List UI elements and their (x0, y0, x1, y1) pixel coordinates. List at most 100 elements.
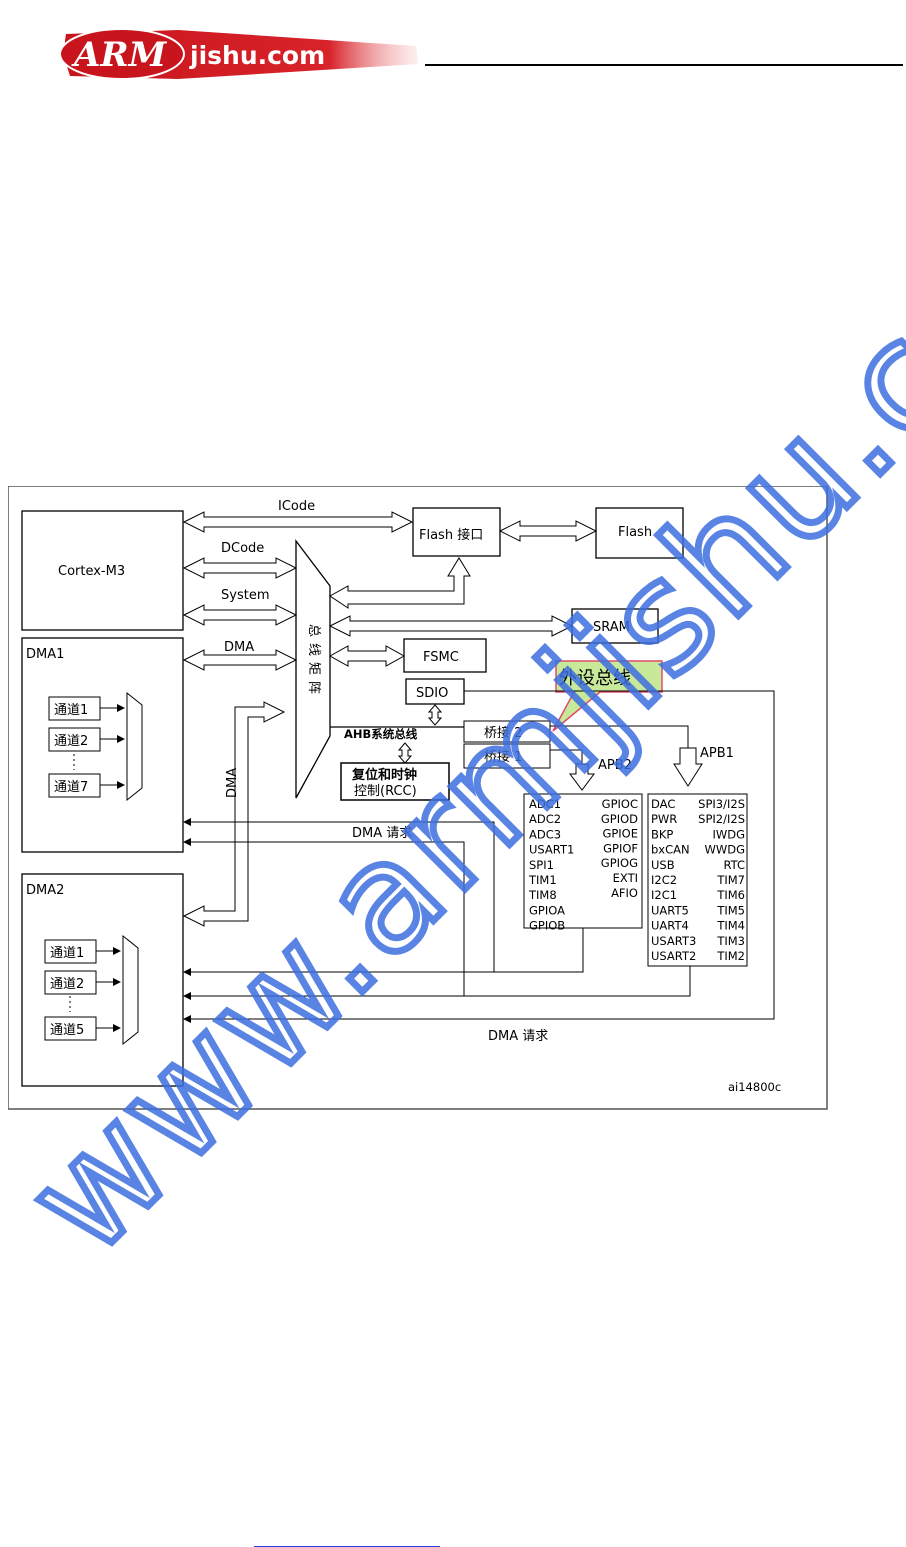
apb2-peripherals-box (523, 793, 643, 929)
bridge1-label: 桥接 1 (484, 749, 522, 765)
footer-link-anchor[interactable] (254, 1534, 440, 1547)
dcode-bus (182, 557, 298, 579)
apb1-left-item-6: I2C1 (651, 888, 677, 902)
apb1-right-item-9: TIM3 (716, 934, 745, 948)
rcc-label-line1: 复位和时钟 (351, 767, 417, 783)
apb2-arrow (569, 763, 595, 791)
apb2-left-item-2: ADC3 (529, 827, 561, 841)
flash-label: Flash (618, 525, 652, 540)
apb1-right-item-7: TIM5 (716, 903, 745, 917)
apb1-label: APB1 (700, 746, 734, 761)
stm32-bus-architecture-diagram: Cortex-M3 DMA1 通道1 通道2 通道7 DMA2 通道1 通道2 … (8, 486, 828, 1110)
cortex-m3-label: Cortex-M3 (58, 564, 125, 579)
apb1-right-item-6: TIM6 (716, 888, 745, 902)
matrix-to-flash-bus (329, 557, 471, 609)
apb1-left-item-4: USB (651, 858, 675, 872)
dma2-channel-5: 通道5 (50, 1023, 84, 1038)
apb1-left-item-0: DAC (651, 797, 675, 811)
apb1-left-item-8: UART4 (651, 919, 689, 933)
dma-request-label-1: DMA 请求 (352, 826, 412, 841)
sram-label: SRAM (593, 620, 630, 635)
apb2-left-item-5: TIM1 (528, 873, 557, 887)
icode-label: ICode (278, 499, 315, 514)
apb2-right-item-0: GPIOC (602, 797, 638, 811)
dcode-label: DCode (221, 541, 264, 556)
system-bus (182, 604, 298, 626)
bridge2-label: 桥接 2 (484, 725, 522, 741)
bridge2-block (463, 720, 551, 743)
apb1-right-item-2: IWDG (712, 827, 745, 841)
apb2-left-item-8: GPIOB (529, 919, 565, 933)
apb1-left-item-10: USART2 (651, 949, 696, 963)
rcc-block (340, 762, 450, 801)
apb1-right-item-8: TIM4 (716, 919, 745, 933)
bus-matrix-label: 总线矩阵 (306, 624, 321, 700)
dma-vertical-label: DMA (225, 768, 240, 798)
apb2-right-item-2: GPIOE (602, 827, 638, 841)
flash-block (595, 507, 684, 559)
apb1-right-item-3: WWDG (704, 843, 745, 857)
system-label: System (221, 588, 269, 603)
apb2-right-item-5: EXTI (613, 871, 638, 885)
apb1-right-item-1: SPI2/I2S (698, 812, 745, 826)
apb1-peripherals-box (647, 793, 748, 967)
apb1-right-item-5: TIM7 (716, 873, 745, 887)
apb2-left-item-1: ADC2 (529, 812, 561, 826)
apb2-right-item-4: GPIOG (601, 856, 638, 870)
bridge1-block (463, 743, 551, 769)
figure-id: ai14800c (728, 1080, 781, 1094)
ahb-bus-label: AHB系统总线 (344, 727, 418, 741)
dma2-label: DMA2 (26, 883, 64, 898)
flash-link (498, 520, 598, 542)
apb1-arrow (673, 747, 703, 787)
apb2-right-item-3: GPIOF (603, 841, 638, 855)
footer-link[interactable] (254, 1534, 440, 1547)
fsmc-label: FSMC (423, 650, 459, 665)
apb1-left-item-9: USART3 (651, 934, 696, 948)
sram-block (571, 608, 659, 644)
apb1-left-item-1: PWR (651, 812, 677, 826)
matrix-to-fsmc-bus (328, 645, 406, 667)
dma2-channel-2: 通道2 (50, 977, 84, 992)
icode-bus (182, 511, 414, 533)
dma-request-label-2: DMA 请求 (488, 1029, 548, 1044)
apb1-left-item-7: UART5 (651, 903, 689, 917)
dma1-block (21, 637, 184, 853)
dma-bus (182, 649, 298, 671)
dma1-channel-1: 通道1 (54, 703, 88, 718)
apb2-left-item-0: ADC1 (529, 797, 561, 811)
apb1-right-item-10: TIM2 (716, 949, 745, 963)
dma1-channel-7: 通道7 (54, 780, 88, 795)
dma-bus-label: DMA (224, 640, 254, 655)
apb2-right-item-6: AFIO (611, 886, 638, 900)
armjishu-logo: ARM jishu.com (59, 28, 418, 80)
apb2-right-item-1: GPIOD (601, 812, 638, 826)
apb1-left-item-3: bxCAN (651, 843, 690, 857)
logo-site-text: jishu.com (189, 41, 325, 70)
flash-interface-label: Flash 接口 (419, 527, 483, 543)
apb2-left-item-4: SPI1 (529, 858, 554, 872)
dma2-arbiter (122, 934, 139, 1046)
apb1-left-item-2: BKP (651, 827, 673, 841)
header-rule (425, 64, 903, 66)
dma2-channel-1: 通道1 (50, 946, 84, 961)
callout-label: 外设总线 (559, 668, 631, 689)
apb1-right-item-4: RTC (723, 858, 745, 872)
apb1-left-item-5: I2C2 (651, 873, 677, 887)
bus-matrix (295, 539, 331, 799)
apb2-left-item-7: GPIOA (529, 903, 565, 917)
dma1-channel-2: 通道2 (54, 734, 88, 749)
apb2-left-item-6: TIM8 (528, 888, 557, 902)
dma2-to-matrix-bus (182, 701, 286, 927)
cortex-m3-block (21, 510, 184, 631)
apb2-label: APB2 (598, 758, 632, 773)
dma1-arbiter (126, 691, 143, 802)
apb2-left-item-3: USART1 (529, 843, 574, 857)
rcc-label-line2: 控制(RCC) (354, 784, 417, 799)
matrix-to-sram-bus (328, 615, 574, 637)
apb1-right-item-0: SPI3/I2S (698, 797, 745, 811)
dma1-label: DMA1 (26, 647, 64, 662)
